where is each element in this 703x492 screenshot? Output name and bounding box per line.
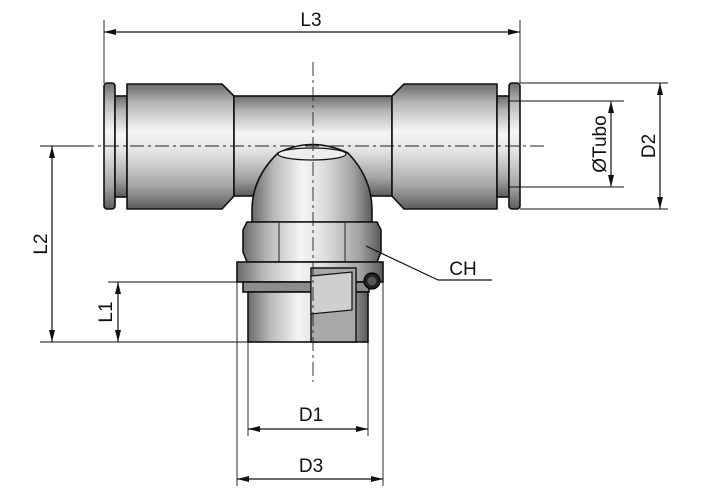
label-l1: L1 — [96, 301, 117, 322]
dim-d1: D1 — [248, 405, 368, 432]
label-tube: ØTubo — [590, 115, 611, 172]
center-lines — [80, 62, 545, 382]
dim-d3: D3 — [237, 456, 383, 482]
dim-l1: L1 — [96, 282, 121, 342]
label-l3: L3 — [300, 10, 321, 31]
left-collar-ring — [114, 95, 128, 198]
label-d3: D3 — [299, 456, 323, 477]
leader-ch: CH — [365, 245, 492, 281]
right-collar-ring — [496, 95, 510, 198]
dim-l2: L2 — [31, 146, 55, 342]
lower-body — [236, 261, 384, 343]
label-ch: CH — [449, 259, 476, 280]
dim-tube: ØTubo — [590, 101, 614, 187]
hex-nut — [242, 221, 382, 263]
label-d2: D2 — [639, 134, 660, 158]
right-barrel — [391, 83, 498, 210]
branch-boss — [251, 143, 373, 223]
extension-lines — [40, 20, 668, 486]
dim-d2: D2 — [639, 83, 663, 209]
dim-l3: L3 — [104, 10, 520, 35]
label-d1: D1 — [299, 405, 323, 426]
left-barrel — [126, 83, 235, 210]
label-l2: L2 — [31, 233, 52, 254]
